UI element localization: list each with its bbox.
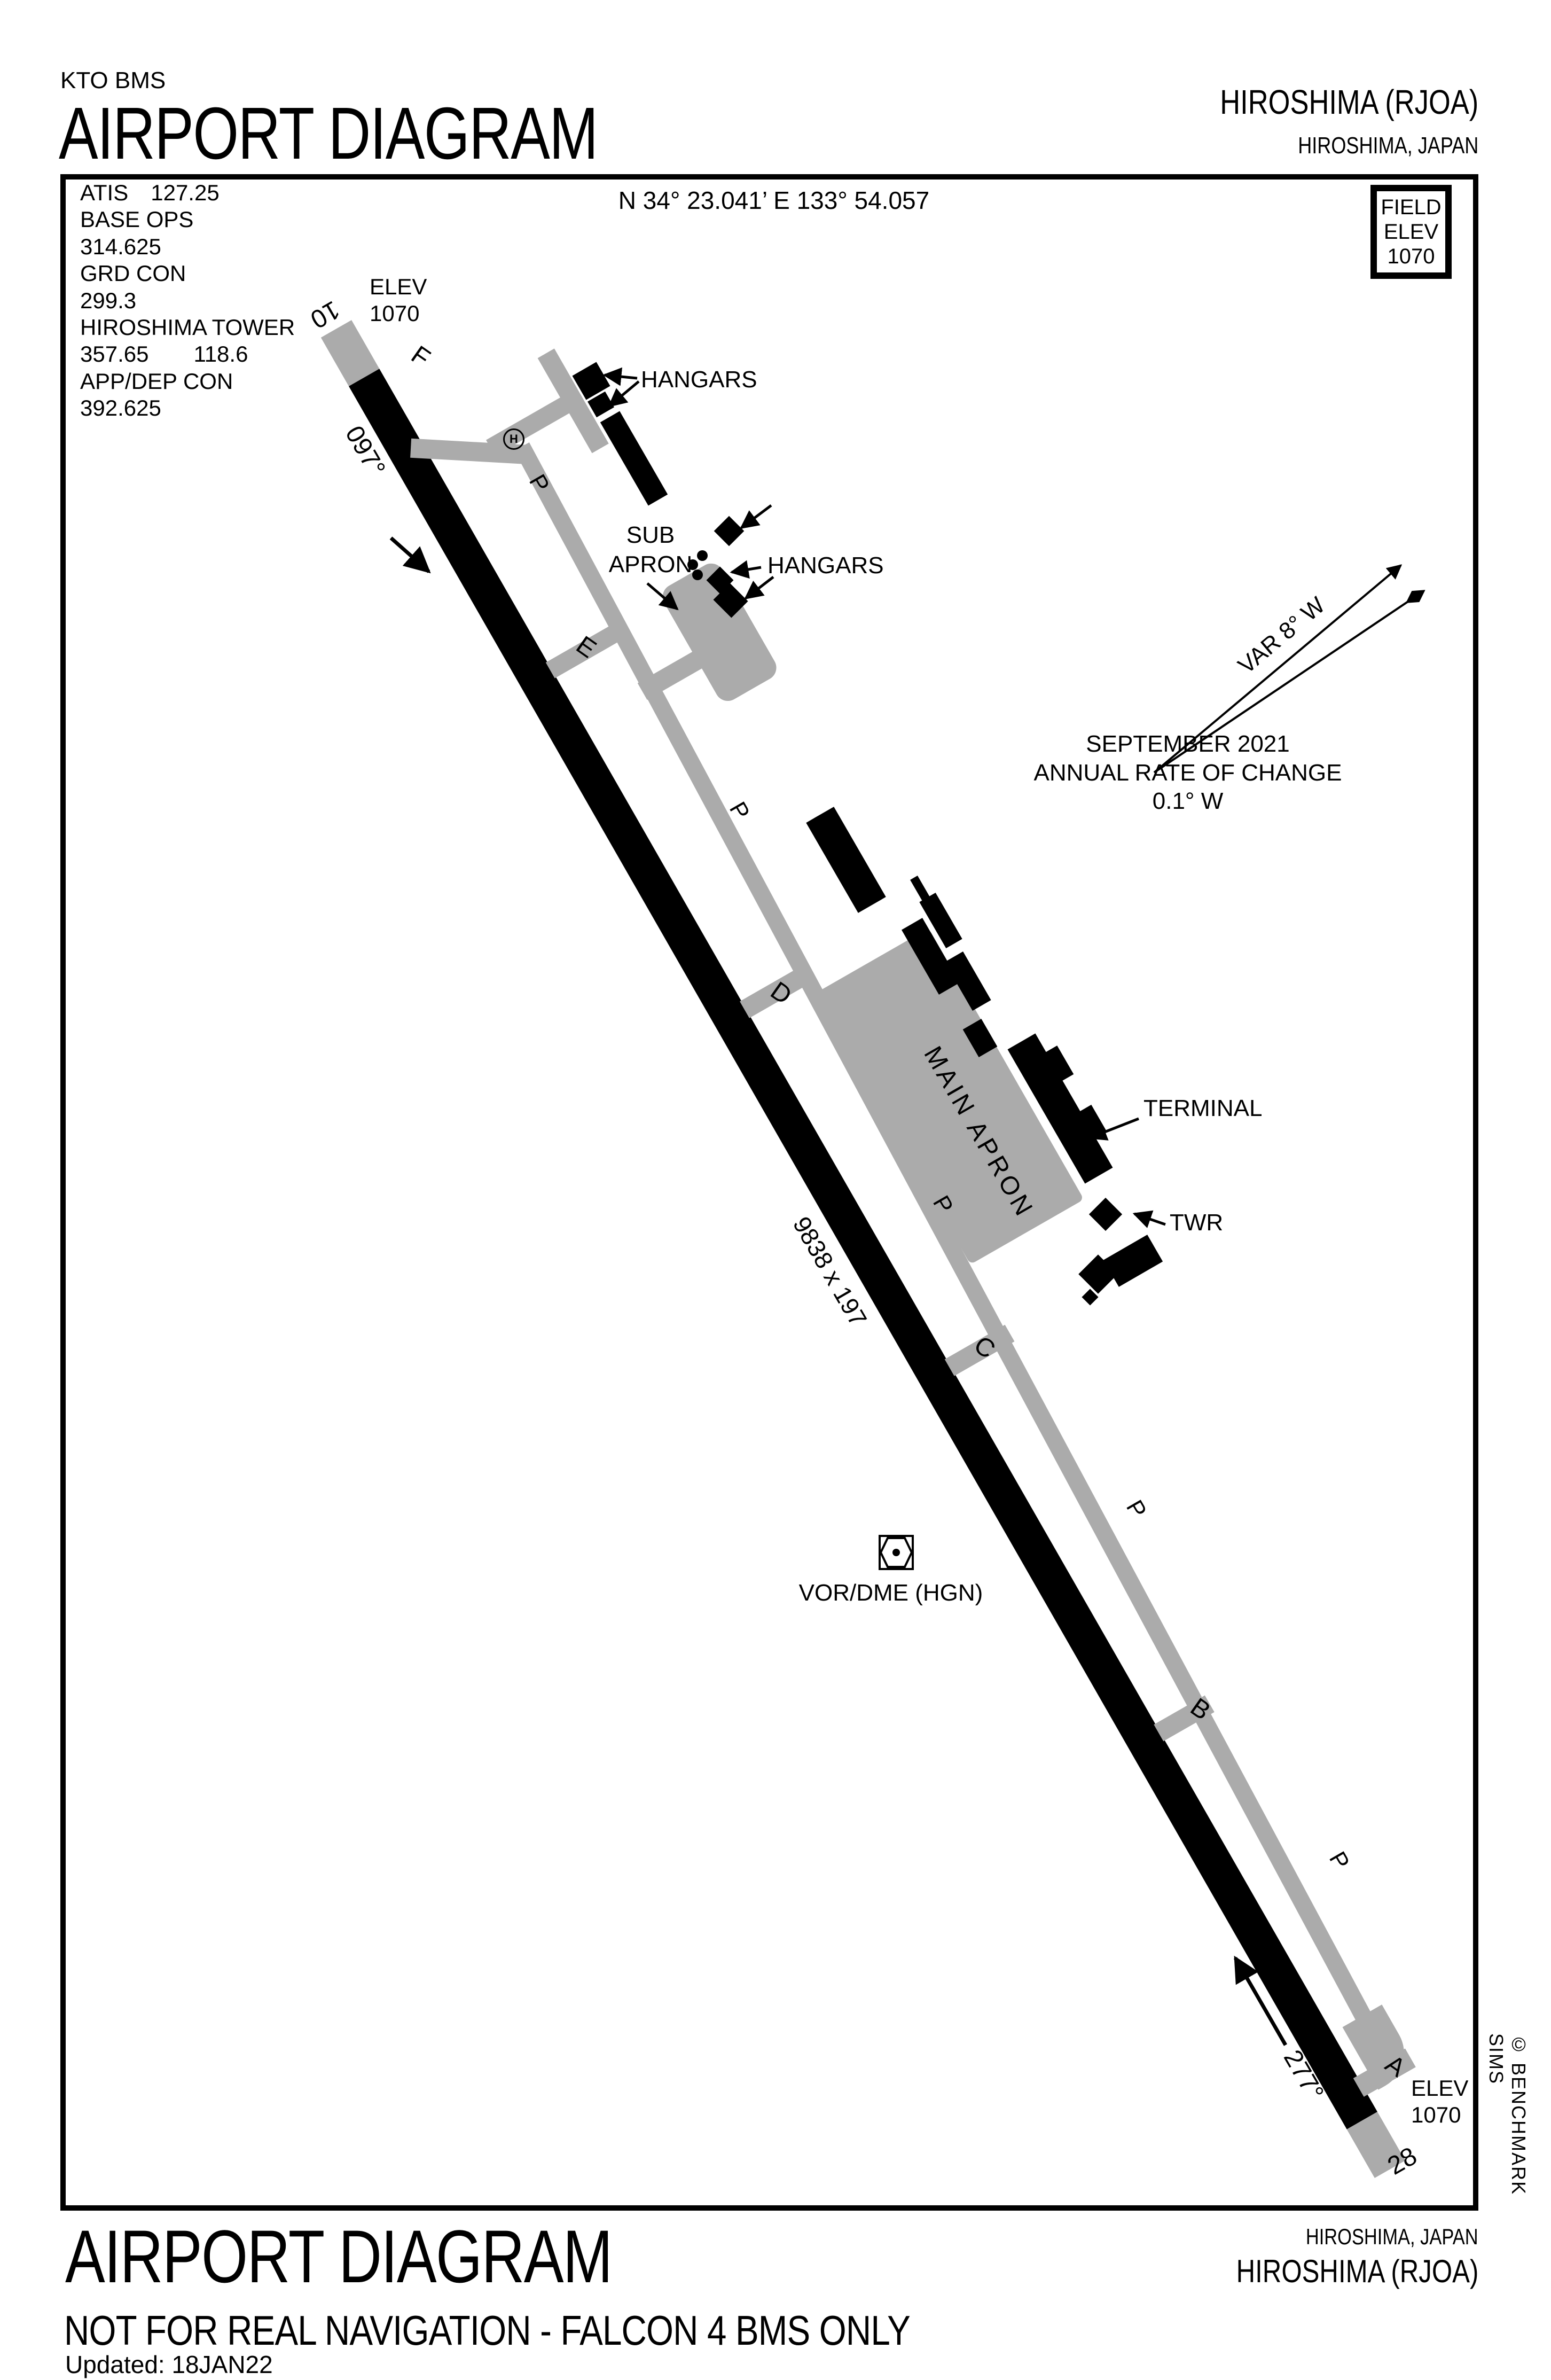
comm-line: 392.625 [80, 395, 161, 421]
comm-line: 357.65 118.6 [80, 341, 248, 367]
elev-word: ELEV [370, 274, 427, 299]
comm-line: APP/DEP CON [80, 368, 233, 394]
elev-value: 1070 [370, 300, 420, 326]
runway-10-elevation: ELEV 1070 [370, 274, 427, 326]
field-elev-line3: 1070 [1387, 245, 1435, 268]
runway-28-elevation: ELEV 1070 [1411, 2075, 1468, 2128]
small-building-dot [687, 559, 698, 570]
copyright-text: © BENCHMARK SIMS [1485, 2033, 1530, 2196]
page-title: AIRPORT DIAGRAM [59, 92, 598, 175]
variation-rate-line1: ANNUAL RATE OF CHANGE [1033, 759, 1342, 786]
footer-airport-location: HIROSHIMA, JAPAN [1306, 2224, 1478, 2249]
helipad-symbol: H [503, 428, 524, 450]
sub-apron-label-line1: SUB [626, 521, 675, 548]
field-elev-line2: ELEV [1383, 220, 1439, 244]
footer-updated: Updated: 18JAN22 [65, 2351, 273, 2378]
variation-date: SEPTEMBER 2021 [1086, 730, 1290, 757]
comm-line: BASE OPS [80, 207, 194, 232]
tower-label: TWR [1170, 1209, 1224, 1236]
small-building-dot [692, 569, 703, 580]
comm-line: GRD CON [80, 261, 186, 286]
header-airport-location: HIROSHIMA, JAPAN [1297, 132, 1478, 159]
sub-apron-label-line2: APRON [608, 551, 693, 578]
small-building-dot [697, 550, 708, 561]
elev-value: 1070 [1411, 2102, 1461, 2127]
hangars-label-top: HANGARS [641, 366, 757, 393]
comm-frequencies: ATIS 127.25 BASE OPS 314.625 GRD CON 299… [80, 180, 295, 422]
elev-word: ELEV [1411, 2075, 1469, 2101]
header-airport-name: HIROSHIMA (RJOA) [1219, 83, 1478, 121]
footer-warning: NOT FOR REAL NAVIGATION - FALCON 4 BMS O… [64, 2307, 911, 2354]
comm-line: HIROSHIMA TOWER [80, 314, 295, 340]
chart-border [60, 174, 1478, 2211]
terminal-label: TERMINAL [1143, 1095, 1263, 1121]
variation-rate-line2: 0.1° W [1152, 787, 1224, 814]
helipad-h: H [510, 432, 518, 446]
comm-line: 314.625 [80, 233, 161, 259]
comm-line: 299.3 [80, 287, 137, 313]
vor-dme-label: VOR/DME (HGN) [798, 1579, 983, 1606]
field-elev-box: FIELD ELEV 1070 [1370, 185, 1452, 279]
airport-coordinates: N 34° 23.041’ E 133° 54.057 [618, 186, 930, 214]
comm-line: ATIS 127.25 [80, 180, 220, 205]
footer-airport-name: HIROSHIMA (RJOA) [1236, 2253, 1478, 2289]
field-elev-line1: FIELD [1381, 196, 1442, 219]
footer-title: AIRPORT DIAGRAM [65, 2214, 613, 2298]
hangars-label-mid: HANGARS [767, 552, 884, 579]
chart-code: KTO BMS [60, 67, 166, 93]
